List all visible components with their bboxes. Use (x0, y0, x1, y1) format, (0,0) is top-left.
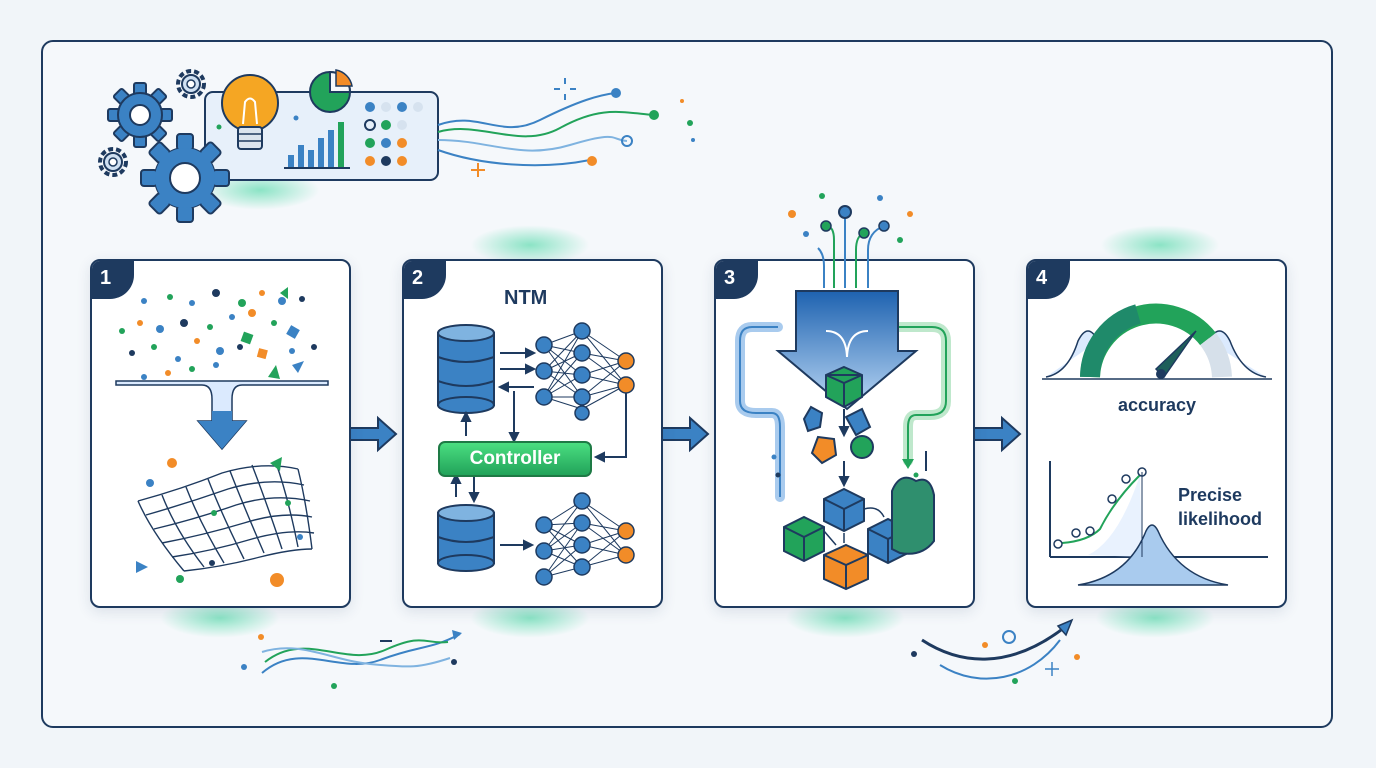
step-3-panel: 3 (714, 259, 975, 608)
transformation-illustration (735, 290, 951, 591)
lightbulb-icon (221, 74, 279, 150)
gauge-icon (1042, 303, 1272, 380)
gear-icon (176, 69, 206, 99)
curve-label-line1: Precise (1178, 485, 1243, 505)
scattered-points (119, 287, 317, 380)
flow-lines (437, 92, 654, 167)
bottom-left-waves (261, 633, 461, 674)
glow (1100, 225, 1220, 265)
ntm-architecture (437, 322, 635, 586)
controller-box: Controller (438, 441, 592, 477)
gear-icon (107, 82, 173, 148)
dot-grid (364, 102, 423, 166)
pie-chart-icon (309, 69, 353, 113)
step-4-panel: 4 accuracy Pr (1026, 259, 1287, 608)
bar-chart-icon (284, 122, 350, 169)
gear-icon (140, 133, 230, 223)
step-badge: 3 (716, 261, 758, 299)
data-to-manifold-illustration (115, 287, 329, 587)
neural-network-icon (535, 492, 635, 586)
cube-icon (823, 543, 869, 591)
results-illustration (1042, 303, 1272, 586)
glow (470, 225, 590, 265)
step-2-panel: 2 NTM (402, 259, 663, 608)
cube-icon (783, 515, 825, 563)
cube-icon (825, 365, 863, 409)
gauge-label: accuracy (1118, 395, 1197, 415)
cube-icon (823, 487, 865, 533)
curve-label-line2: likelihood (1178, 509, 1263, 529)
panel-title: NTM (504, 287, 548, 309)
bell-curve-icon (1049, 461, 1268, 586)
database-icon (437, 504, 495, 572)
arrow-right-icon (349, 415, 1022, 453)
step-1-panel: 1 (90, 259, 351, 608)
gear-icon (98, 147, 128, 177)
database-icon (437, 324, 495, 414)
